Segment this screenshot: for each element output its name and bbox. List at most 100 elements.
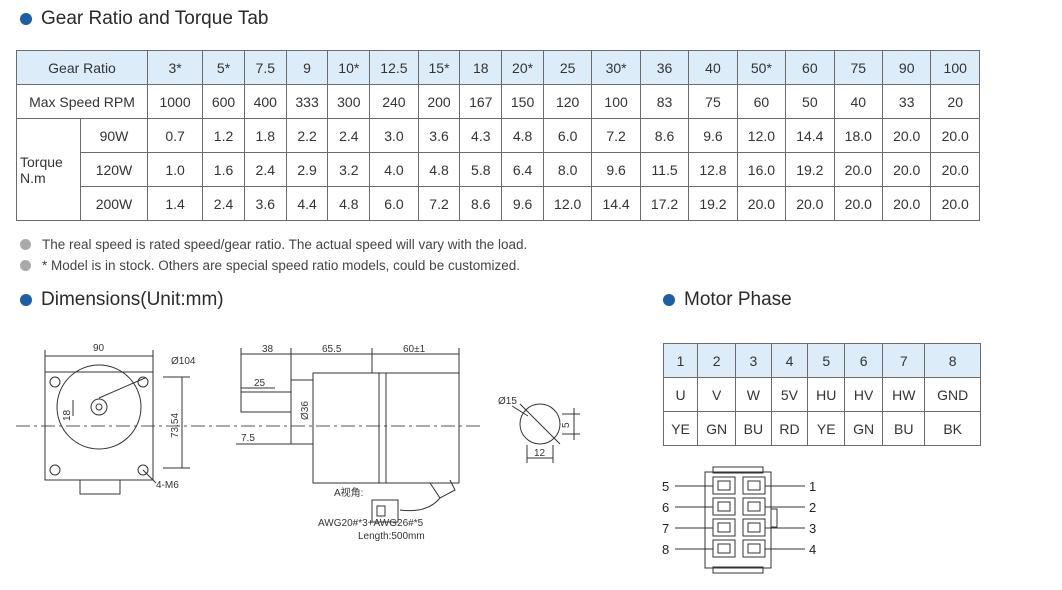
torque-cell: 3.2 — [327, 152, 371, 187]
max-speed-cell: 100 — [591, 84, 641, 119]
gear-ratio-cell: 18 — [459, 50, 503, 85]
torque-cell: 20.0 — [785, 186, 835, 221]
torque-cell: 9.6 — [501, 186, 544, 221]
dimension-drawing: 90 Ø104 73.54 18 4-M6 38 65.5 60±1 25 7.… — [16, 343, 580, 542]
bullet-icon — [20, 13, 32, 25]
mount-hole — [137, 376, 149, 388]
max-speed-cell: 1000 — [146, 84, 204, 119]
torque-cell: 1.4 — [146, 186, 204, 221]
signal-cell: HV — [844, 377, 884, 412]
torque-cell: 12.8 — [688, 152, 738, 187]
pin-contact — [717, 480, 731, 491]
torque-cell: 2.4 — [202, 186, 245, 221]
signal-cell: W — [735, 377, 772, 412]
connector-base — [712, 566, 764, 574]
max-speed-cell: 150 — [501, 84, 544, 119]
gear-ratio-cell: 100 — [930, 50, 980, 85]
gear-ratio-cell: 10* — [327, 50, 371, 85]
torque-cell: 3.6 — [417, 118, 461, 153]
wire-color-cell: BU — [882, 411, 926, 446]
shaft-bore — [90, 398, 108, 416]
signal-cell: V — [697, 377, 737, 412]
section-flat-label: 5 — [561, 422, 572, 428]
torque-cell: 2.9 — [285, 152, 329, 187]
torque-cell: 2.2 — [285, 118, 329, 153]
torque-cell: 4.3 — [459, 118, 503, 153]
gear-ratio-cell: 15* — [417, 50, 461, 85]
mount-hole — [49, 464, 61, 476]
key-length-label: 25 — [254, 378, 266, 389]
connector-pin-label: 7 — [662, 521, 669, 536]
motor-phase-heading: Motor Phase — [663, 289, 792, 311]
gear-section-title: Gear Ratio and Torque Tab — [41, 8, 269, 29]
torque-cell: 19.2 — [785, 152, 835, 187]
max-speed-cell: 60 — [736, 84, 787, 119]
torque-cell: 6.0 — [369, 186, 419, 221]
torque-cell: 8.6 — [459, 186, 503, 221]
hatch-line — [519, 403, 561, 445]
torque-cell: 14.4 — [785, 118, 835, 153]
mount-hole — [49, 376, 61, 388]
torque-cell: 20.0 — [881, 152, 932, 187]
pin-cell: 3 — [735, 343, 772, 378]
signal-cell: U — [662, 377, 699, 412]
gear-ratio-cell: 60 — [785, 50, 835, 85]
torque-cell: 3.6 — [243, 186, 287, 221]
torque-cell: 8.0 — [542, 152, 593, 187]
torque-cell: 9.6 — [591, 152, 641, 187]
torque-cell: 12.0 — [736, 118, 787, 153]
pin-contact — [747, 480, 761, 491]
torque-cell: 1.2 — [202, 118, 245, 153]
pin-socket — [712, 476, 736, 495]
torque-cell: 4.4 — [285, 186, 329, 221]
wire-label: AWG20#*3+AWG26#*5 — [318, 518, 424, 529]
torque-cell: 20.0 — [881, 118, 932, 153]
gear-ratio-cell: 5* — [202, 50, 245, 85]
torque-cell: 20.0 — [833, 186, 884, 221]
gear-ratio-cell: 7.5 — [243, 50, 287, 85]
side-view — [236, 348, 460, 523]
torque-cell: 6.0 — [542, 118, 593, 153]
signal-cell: 5V — [770, 377, 809, 412]
torque-cell: 4.8 — [501, 118, 544, 153]
wire-color-cell: RD — [770, 411, 809, 446]
torque-cell: 7.2 — [591, 118, 641, 153]
connector-pin-label: 2 — [809, 500, 816, 515]
max-speed-cell: 333 — [285, 84, 329, 119]
connector-pin-label: 3 — [809, 521, 816, 536]
motor-phase-title: Motor Phase — [684, 289, 792, 310]
max-speed-cell: 167 — [459, 84, 503, 119]
pin-socket — [742, 539, 766, 558]
gearbox-body — [312, 372, 380, 484]
wire-color-cell: YE — [807, 411, 846, 446]
torque-cell: 8.6 — [639, 118, 690, 153]
max-speed-cell: 240 — [369, 84, 419, 119]
flange-circle — [56, 364, 142, 450]
grey-bullet-icon — [20, 239, 31, 250]
torque-cell: 1.8 — [243, 118, 287, 153]
torque-cell: 17.2 — [639, 186, 690, 221]
torque-cell: 11.5 — [639, 152, 690, 187]
torque-cell: 18.0 — [833, 118, 884, 153]
cable — [399, 497, 441, 512]
torque-cell: 2.4 — [327, 118, 371, 153]
pin-contact — [717, 501, 731, 512]
max-speed-cell: 300 — [327, 84, 371, 119]
mount-hole — [137, 464, 149, 476]
leader-line — [98, 377, 146, 399]
cable-length-label: Length:500mm — [358, 531, 425, 542]
pin-socket — [712, 497, 736, 516]
pin-contact — [717, 522, 731, 533]
pin-cell: 6 — [844, 343, 884, 378]
gear-ratio-cell: 75 — [833, 50, 884, 85]
max-speed-cell: 200 — [417, 84, 461, 119]
gear-ratio-label: Gear Ratio — [16, 50, 148, 85]
shaft-diameter-label: Ø36 — [300, 401, 311, 420]
height-label: 73.54 — [170, 413, 181, 438]
max-speed-cell: 400 — [243, 84, 287, 119]
